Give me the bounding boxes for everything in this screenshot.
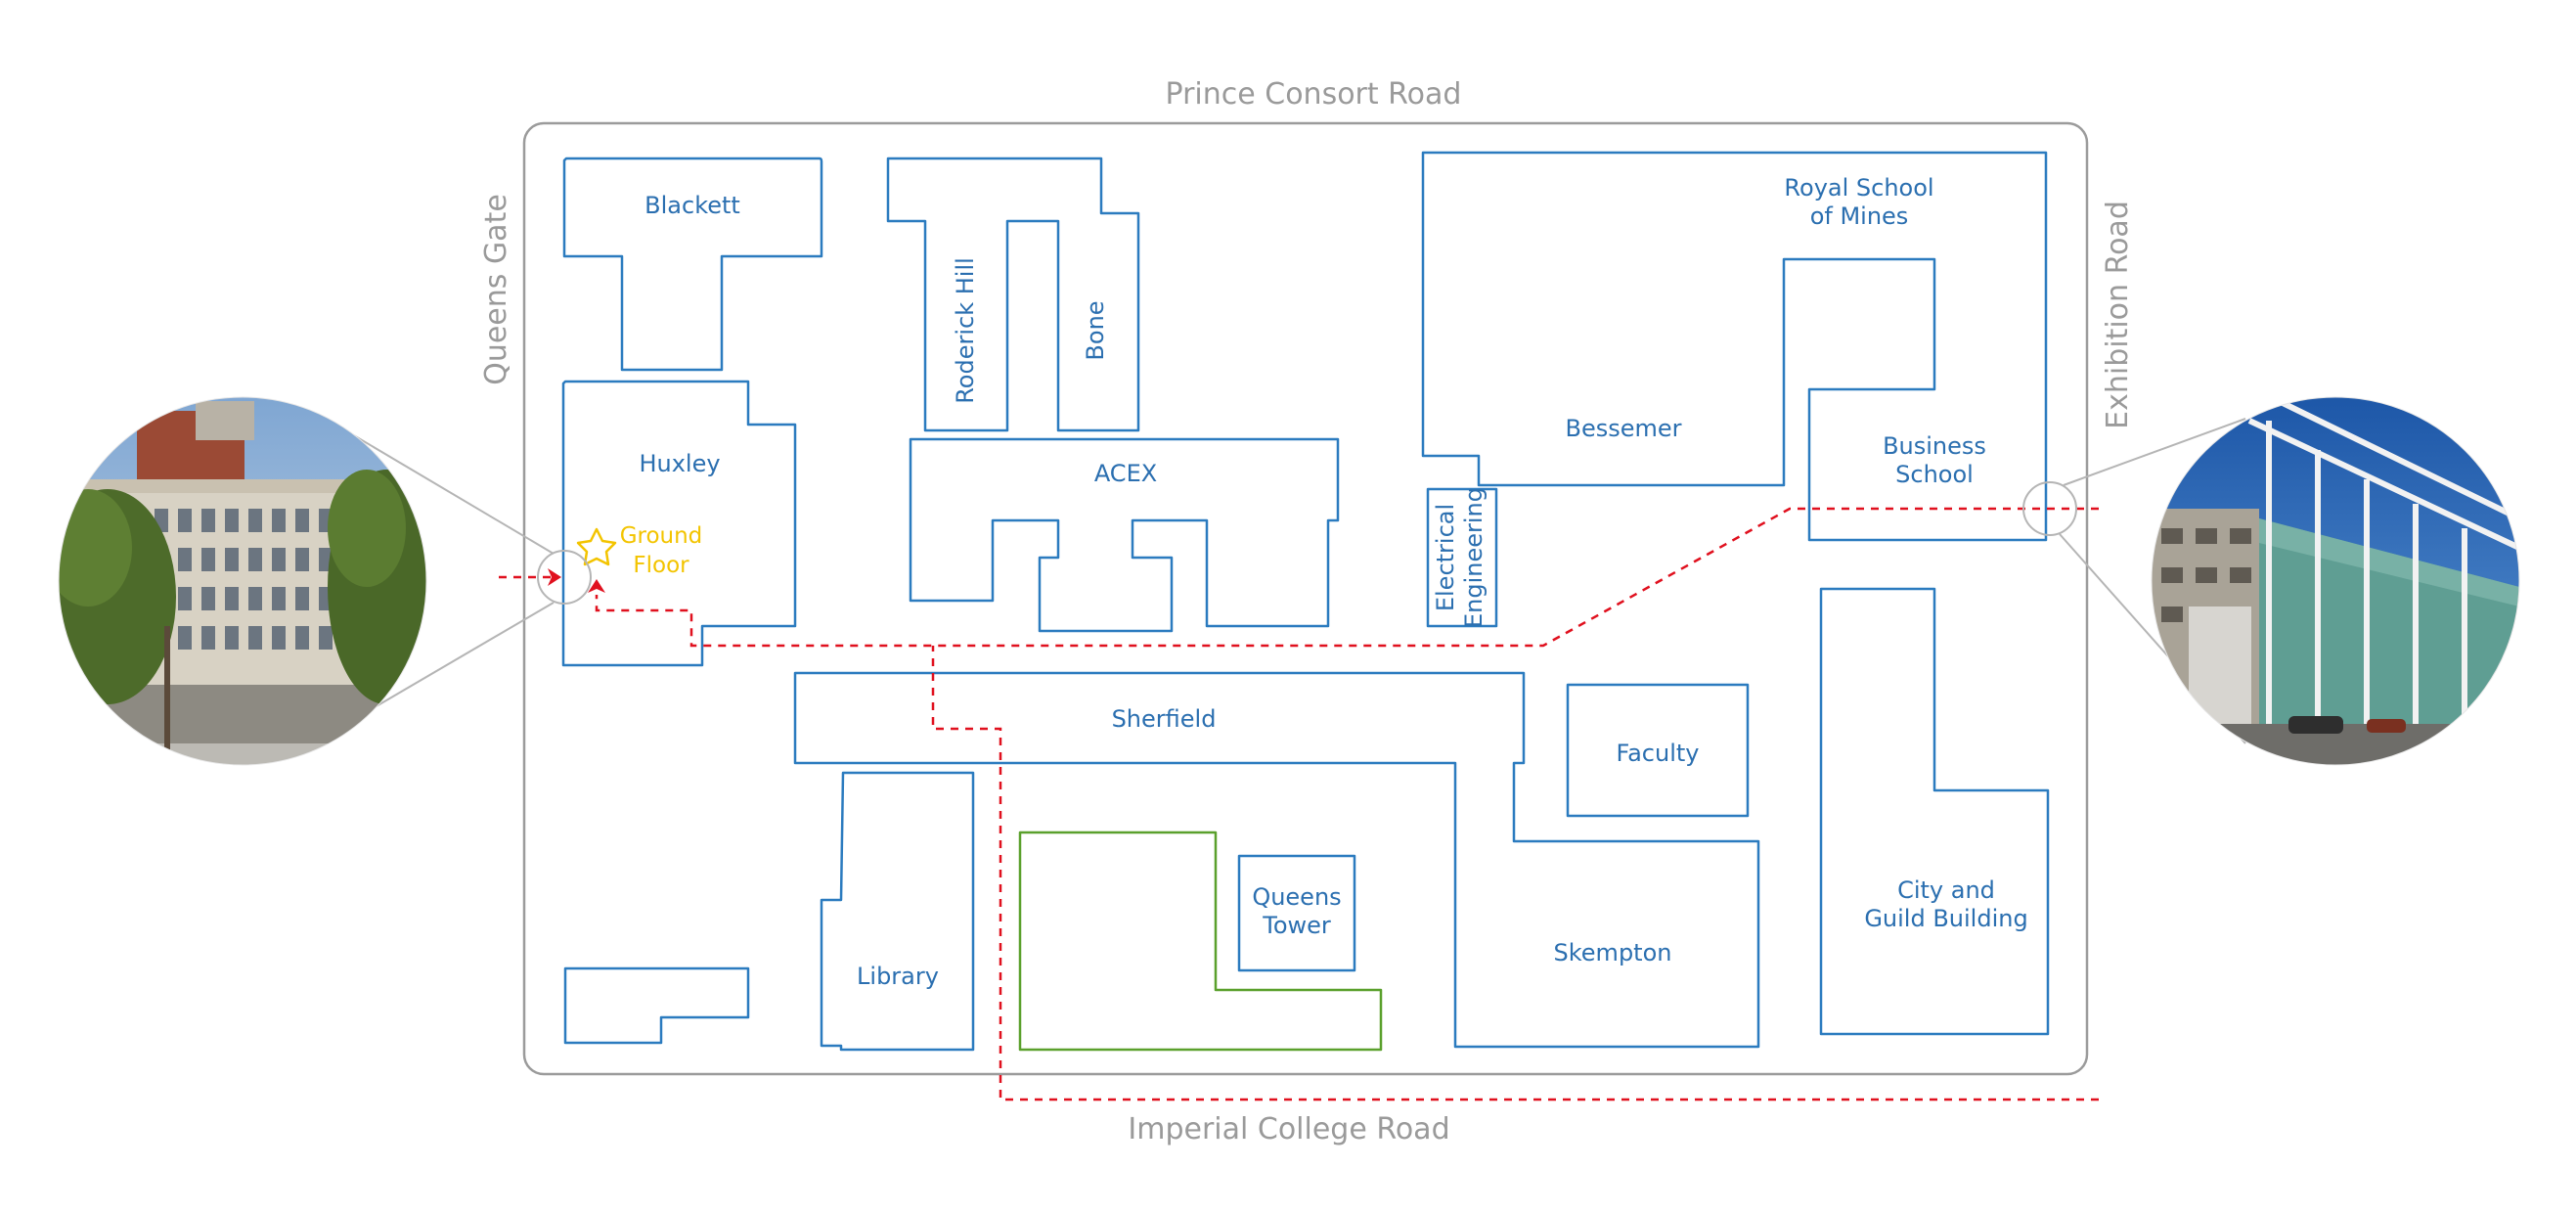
building-small-southwest[interactable] (563, 966, 750, 1045)
building-sherfield[interactable] (793, 671, 1760, 1049)
building-library[interactable] (820, 771, 975, 1052)
building-faculty[interactable] (1566, 683, 1750, 818)
label-sherfield: Sherfield (1112, 705, 1217, 733)
label-rsm-line2: of Mines (1810, 202, 1909, 230)
label-bessemer: Bessemer (1565, 415, 1681, 442)
label-bone: Bone (1082, 300, 1109, 360)
west-entrance-highlight (537, 550, 592, 605)
route-from-exhibition-road (595, 507, 2099, 648)
building-blackett[interactable] (562, 157, 823, 372)
campus-boundary (522, 121, 2089, 1076)
label-ee-line2: Engineering (1460, 487, 1488, 628)
label-cgb-line2: Guild Building (1864, 905, 2027, 932)
label-library: Library (857, 963, 939, 990)
ground-floor-line1: Ground (620, 523, 703, 549)
label-business-line2: School (1895, 461, 1974, 488)
label-faculty: Faculty (1617, 740, 1700, 767)
photo-exhibition-road-entrance (2152, 397, 2519, 765)
label-blackett: Blackett (644, 192, 740, 219)
building-rsm-bessemer[interactable] (1421, 151, 2048, 542)
road-exhibition: Exhibition Road (2101, 201, 2135, 429)
building-huxley[interactable] (561, 380, 797, 667)
label-skempton: Skempton (1554, 939, 1672, 966)
label-roderick-hill: Roderick Hill (952, 257, 979, 404)
building-acex[interactable] (909, 437, 1340, 633)
route-from-imperial-college-road (931, 646, 2099, 1101)
road-imperial-college: Imperial College Road (1128, 1112, 1449, 1146)
arrow-up-entrance-icon (588, 579, 605, 593)
label-rsm-line1: Royal School (1784, 174, 1933, 202)
east-entrance-highlight (2022, 481, 2077, 536)
photo-queens-gate-entrance (59, 397, 426, 765)
building-city-and-guild[interactable] (1819, 587, 2050, 1036)
label-business-line1: Business (1883, 432, 1986, 460)
label-queens-line1: Queens (1252, 883, 1341, 911)
building-queens-tower[interactable] (1237, 854, 1356, 972)
ground-floor-line2: Floor (633, 553, 689, 578)
arrow-west-entrance-icon (548, 568, 561, 586)
star-icon (576, 527, 617, 566)
green-space (1018, 831, 1383, 1052)
label-queens-line2: Tower (1262, 912, 1331, 939)
label-ee-line1: Electrical (1432, 504, 1459, 611)
road-prince-consort: Prince Consort Road (1166, 77, 1462, 112)
label-huxley: Huxley (639, 450, 720, 477)
road-queens-gate: Queens Gate (479, 194, 513, 385)
label-cgb-line1: City and (1897, 876, 1995, 904)
building-roderick-bone[interactable] (886, 157, 1140, 432)
label-acex: ACEX (1094, 460, 1157, 487)
building-electrical-engineering[interactable] (1426, 487, 1498, 628)
